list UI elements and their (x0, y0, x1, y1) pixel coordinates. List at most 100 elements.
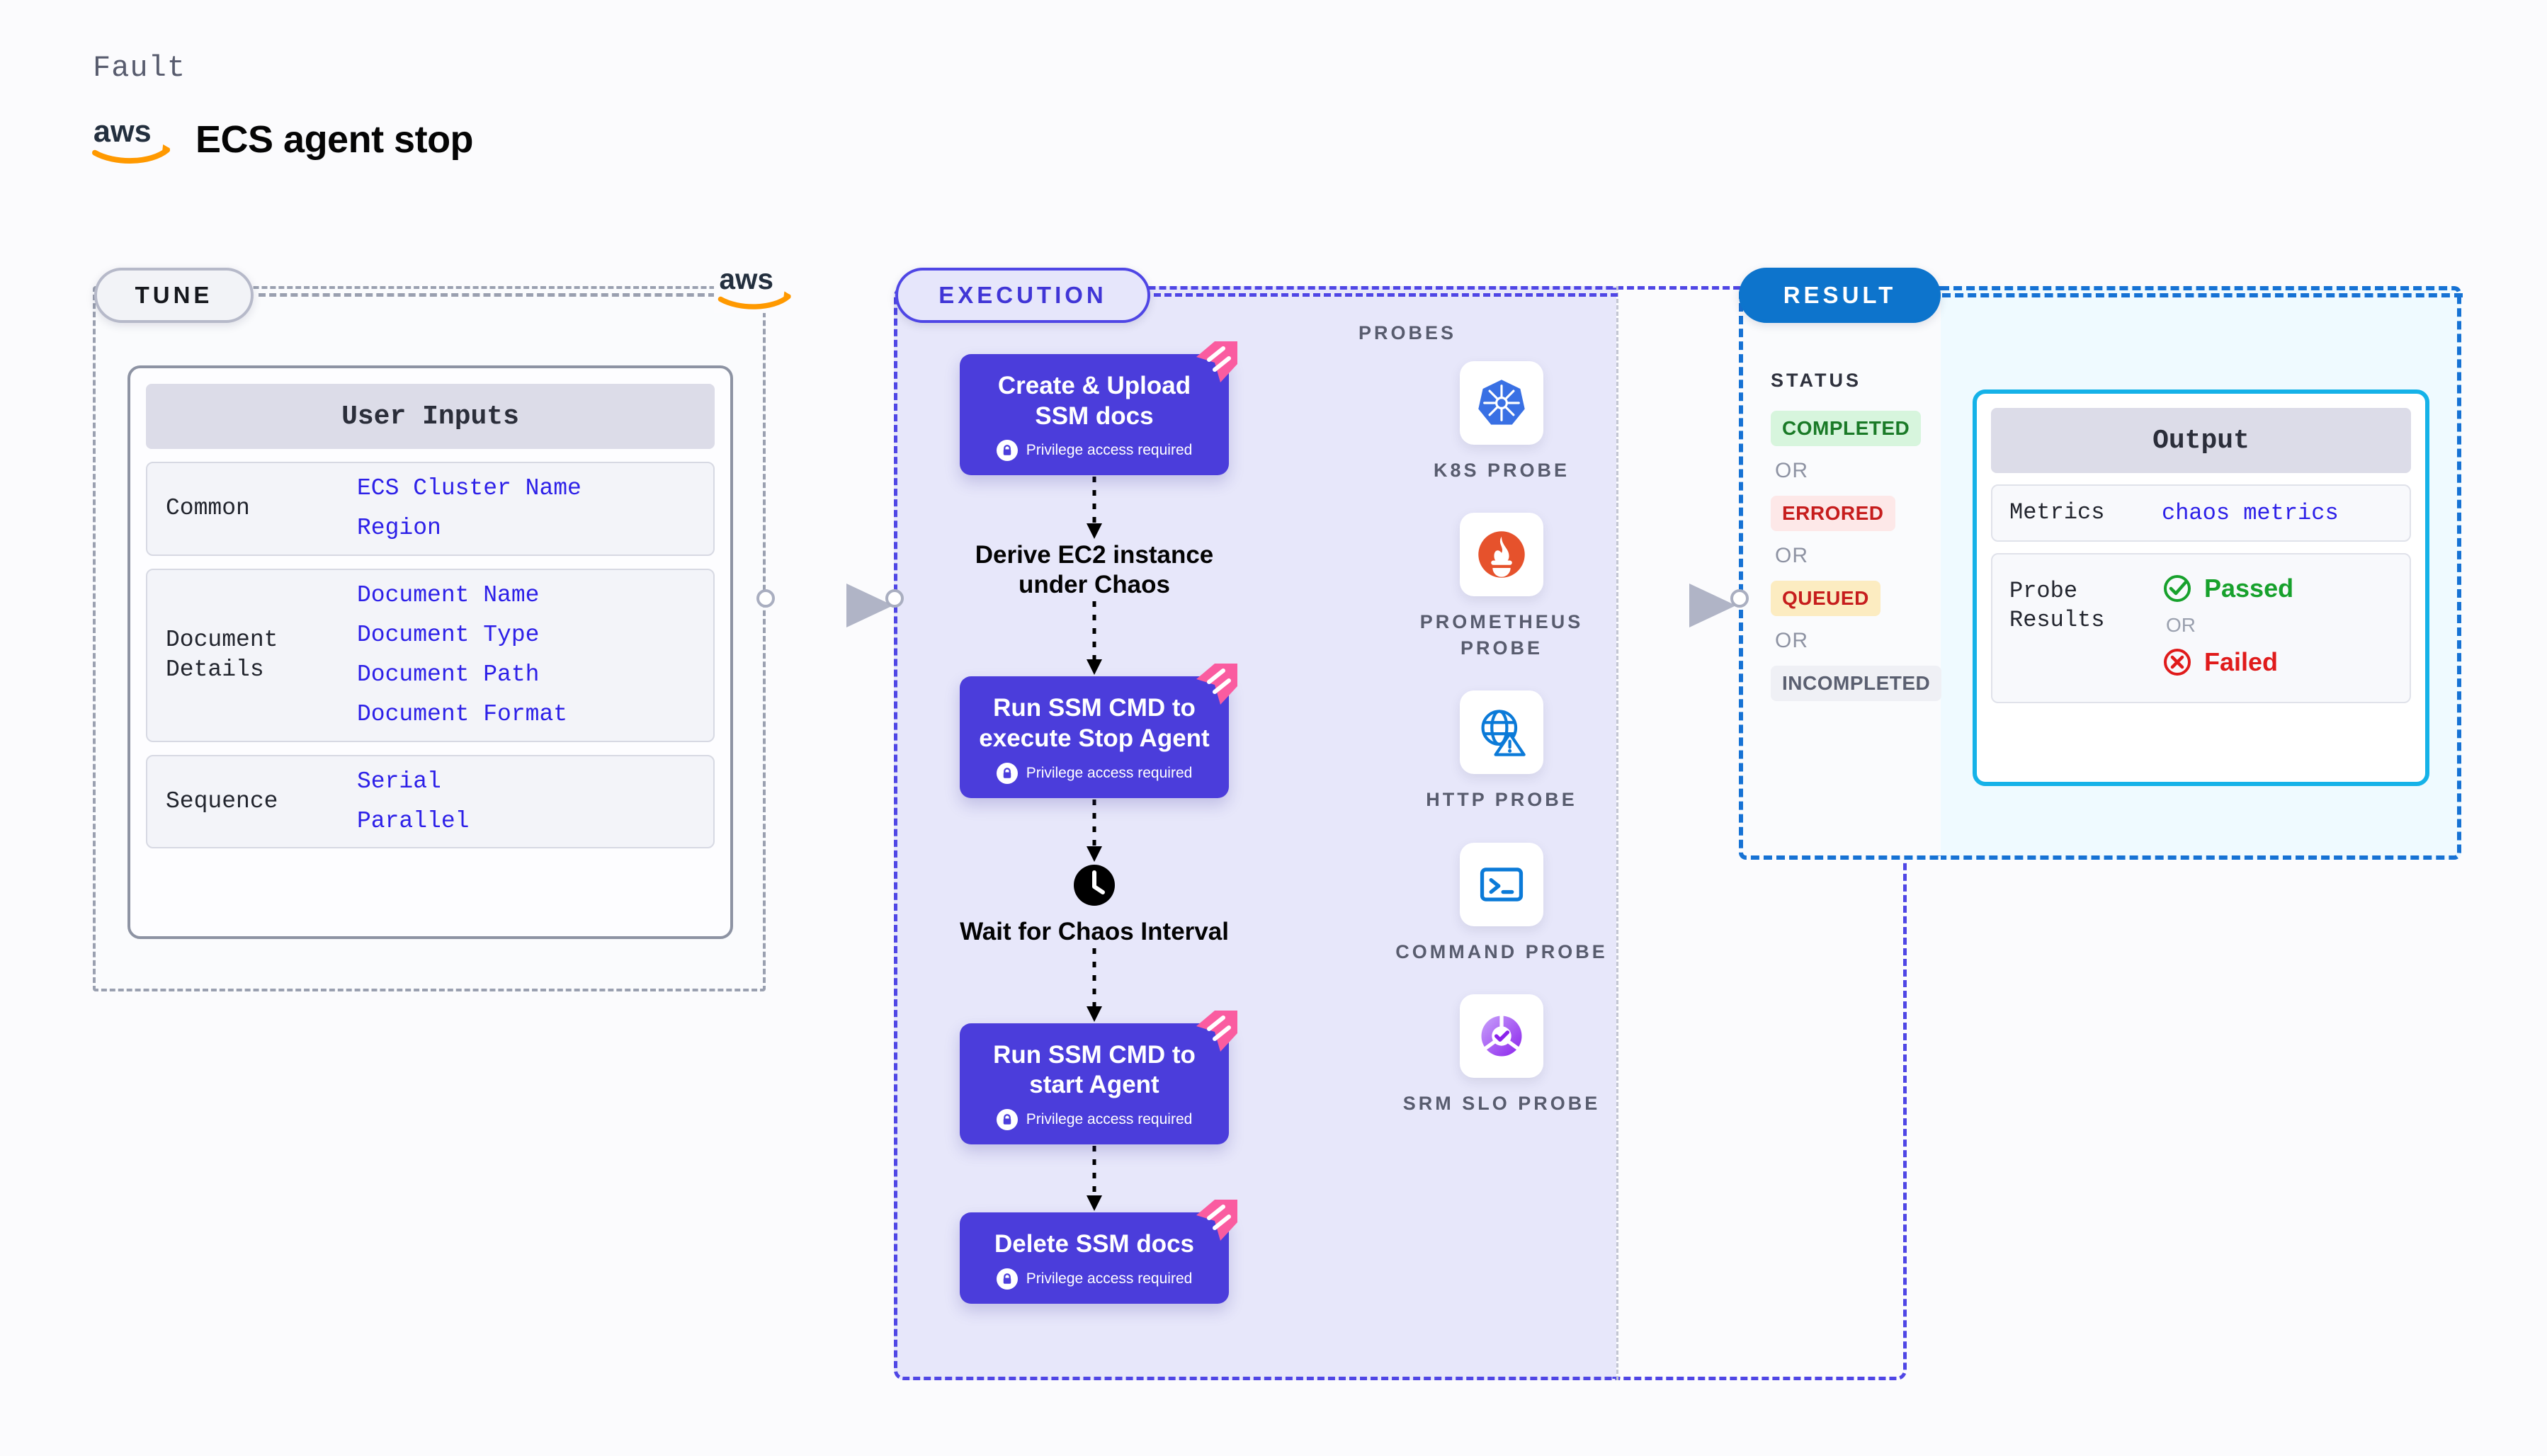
svg-text:aws: aws (93, 115, 152, 149)
lock-icon (996, 1268, 1018, 1290)
input-value[interactable]: Parallel (357, 808, 470, 835)
terminal-icon (1460, 842, 1543, 926)
probe-label: PROMETHEUS PROBE (1419, 611, 1584, 659)
check-circle-icon (2164, 574, 2191, 602)
connector-arrow-tune-to-execution (764, 584, 893, 627)
input-value[interactable]: Document Format (357, 701, 568, 728)
chaos-ribbon-icon (1196, 664, 1237, 705)
input-group-label: Document Details (166, 626, 278, 683)
output-metrics-value[interactable]: chaos metrics (2162, 499, 2339, 526)
fault-kind-label: Fault (93, 51, 186, 85)
step-privilege-note: Privilege access required (974, 1109, 1215, 1131)
flow-step-wait-for-chaos-interval: Wait for Chaos Interval (960, 863, 1229, 947)
x-circle-icon (2164, 648, 2191, 676)
connector-node (1730, 589, 1749, 608)
user-inputs-header: User Inputs (146, 384, 715, 449)
input-group-values: Document Name Document Type Document Pat… (357, 581, 568, 728)
page-title: ECS agent stop (195, 118, 474, 161)
kubernetes-icon (1460, 361, 1543, 445)
lock-icon (996, 762, 1018, 784)
status-badge-errored: ERRORED (1771, 496, 1895, 531)
step-title: Delete SSM docs (994, 1230, 1195, 1258)
flow-arrow (960, 600, 1229, 676)
step-title: Run SSM CMD to start Agent (993, 1040, 1196, 1099)
output-row-metrics[interactable]: Metrics chaos metrics (1991, 484, 2411, 542)
passed-label: Passed (2204, 573, 2294, 603)
result-pill[interactable]: RESULT (1739, 268, 1941, 323)
output-card: Output Metrics chaos metrics Probe Resul… (1973, 389, 2429, 786)
step-privilege-note: Privilege access required (974, 762, 1215, 784)
input-value[interactable]: Region (357, 515, 441, 542)
probe-item-http[interactable]: HTTP PROBE (1385, 690, 1618, 812)
probe-item-srm-slo[interactable]: SRM SLO PROBE (1385, 994, 1618, 1116)
status-badge-incompleted: INCOMPLETED (1771, 666, 1942, 701)
input-value[interactable]: ECS Cluster Name (357, 475, 582, 501)
probe-item-command[interactable]: COMMAND PROBE (1385, 842, 1618, 965)
chaos-ribbon-icon (1196, 341, 1237, 382)
output-card-header: Output (1991, 408, 2411, 473)
step-title: Run SSM CMD to execute Stop Agent (979, 694, 1210, 753)
flow-step-derive-ec2-instance: Derive EC2 instance under Chaos (960, 540, 1229, 600)
input-group-sequence[interactable]: Sequence Serial Parallel (146, 754, 715, 849)
status-or-label: OR (1775, 459, 1808, 482)
flow-arrow (960, 1144, 1229, 1212)
flow-step-delete-ssm-docs[interactable]: Delete SSM docs Privilege access require… (960, 1200, 1237, 1304)
input-value[interactable]: Document Name (357, 581, 540, 608)
status-badge-queued: QUEUED (1771, 581, 1881, 616)
step-title: Wait for Chaos Interval (960, 917, 1229, 945)
step-privilege-note: Privilege access required (974, 440, 1215, 462)
result-top-connector (1942, 293, 2463, 297)
flow-arrow (960, 947, 1229, 1023)
step-note-text: Privilege access required (1026, 442, 1193, 459)
status-or-label: OR (1775, 544, 1808, 567)
input-group-label: Common (166, 495, 250, 522)
tune-pill[interactable]: TUNE (94, 268, 254, 323)
flow-step-run-ssm-cmd-start-agent[interactable]: Run SSM CMD to start Agent Privilege acc… (960, 1010, 1237, 1145)
probe-label: SRM SLO PROBE (1402, 1093, 1601, 1115)
probe-label: HTTP PROBE (1426, 789, 1577, 811)
output-metrics-label: Metrics (2009, 499, 2105, 525)
status-badge-completed: COMPLETED (1771, 411, 1922, 446)
input-group-values: ECS Cluster Name Region (357, 475, 582, 542)
probe-label: COMMAND PROBE (1395, 940, 1608, 962)
step-title: Create & Upload SSM docs (997, 372, 1191, 430)
input-value[interactable]: Document Path (357, 661, 540, 688)
execution-flow: Create & Upload SSM docs Privilege acces… (960, 341, 1243, 1304)
input-group-label: Sequence (166, 787, 278, 814)
probe-result-values: Passed OR Failed (2162, 573, 2293, 678)
probe-label: K8S PROBE (1433, 460, 1570, 481)
probe-item-k8s[interactable]: K8S PROBE (1385, 361, 1618, 483)
connector-node (885, 589, 904, 608)
tune-top-connector (259, 293, 715, 297)
flow-arrow (960, 475, 1229, 540)
user-inputs-card: User Inputs Common ECS Cluster Name Regi… (127, 365, 733, 939)
connector-node (756, 589, 775, 608)
input-value[interactable]: Document Type (357, 621, 540, 648)
failed-label: Failed (2204, 647, 2279, 676)
execution-pill[interactable]: EXECUTION (895, 268, 1150, 323)
probe-item-prometheus[interactable]: PROMETHEUS PROBE (1385, 513, 1618, 661)
step-title: Derive EC2 instance under Chaos (975, 541, 1214, 599)
status-or-label: OR (1775, 629, 1808, 652)
flow-arrow (960, 798, 1229, 863)
flow-step-create-upload-ssm-docs[interactable]: Create & Upload SSM docs Privilege acces… (960, 341, 1237, 476)
clock-icon (1074, 864, 1115, 906)
probes-list: K8S PROBE PROMETHEUS PROBE (1385, 361, 1618, 1117)
input-group-values: Serial Parallel (357, 768, 470, 835)
input-group-common[interactable]: Common ECS Cluster Name Region (146, 462, 715, 556)
step-privilege-note: Privilege access required (974, 1268, 1215, 1290)
probes-divider (1616, 286, 1618, 1380)
input-value[interactable]: Serial (357, 768, 441, 795)
output-row-probe-results[interactable]: Probe Results Passed OR Failed (1991, 552, 2411, 703)
connector-arrow-execution-to-result (1607, 584, 1736, 627)
probes-section-title: PROBES (1358, 322, 1457, 343)
flow-step-run-ssm-cmd-stop-agent[interactable]: Run SSM CMD to execute Stop Agent Privil… (960, 664, 1237, 798)
probe-result-failed: Failed (2162, 647, 2293, 678)
input-group-document-details[interactable]: Document Details Document Name Document … (146, 568, 715, 742)
lock-icon (996, 440, 1018, 462)
step-note-text: Privilege access required (1026, 1111, 1193, 1128)
fault-title-row: aws ECS agent stop (91, 113, 474, 166)
chaos-ribbon-icon (1196, 1200, 1237, 1241)
chaos-ribbon-icon (1196, 1010, 1237, 1052)
